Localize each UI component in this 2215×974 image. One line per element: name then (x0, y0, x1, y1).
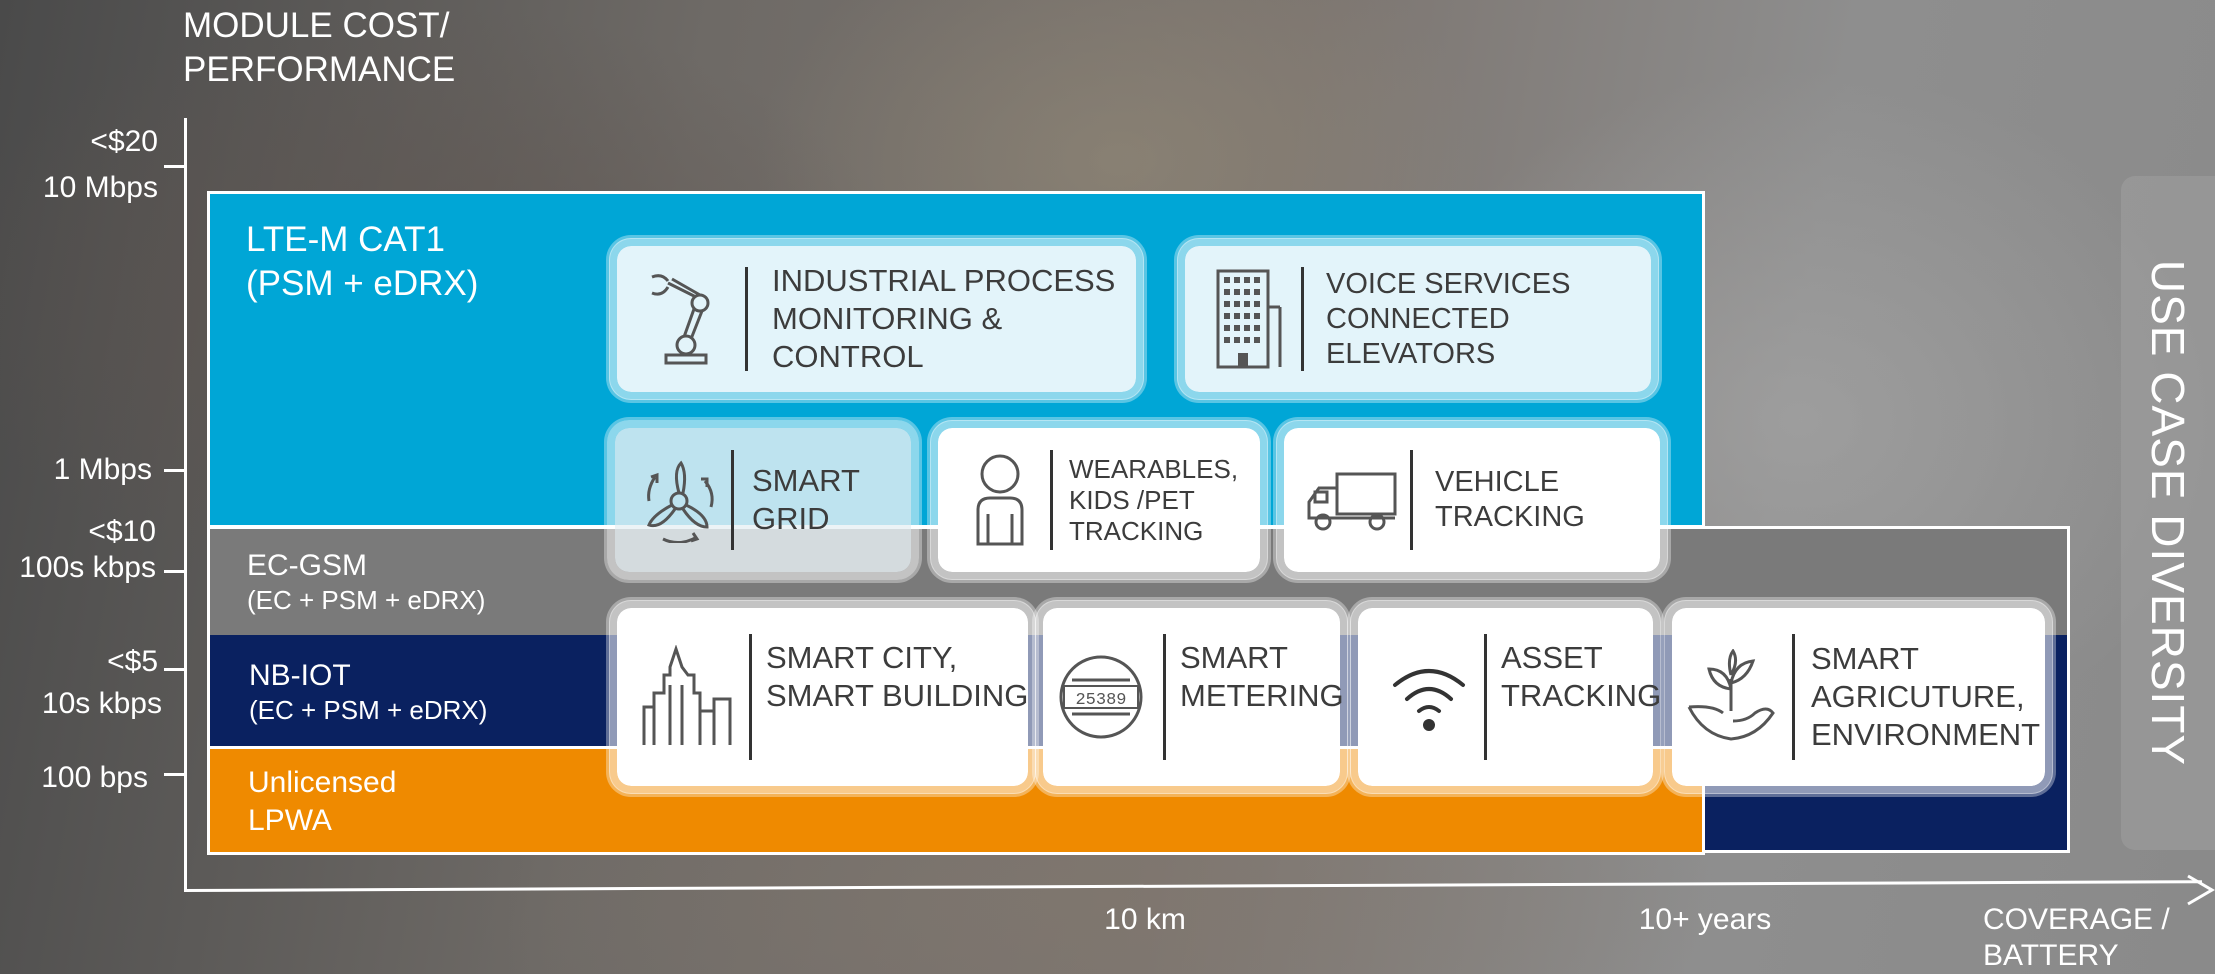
use-case-industrial[interactable]: INDUSTRIAL PROCESS MONITORING & CONTROL (609, 238, 1144, 400)
city-skyline-icon (633, 627, 743, 767)
x-tick-label: 10 km (1104, 903, 1186, 936)
y-tick-mark (164, 773, 184, 776)
x-axis-title-line2: BATTERY (1983, 939, 2119, 972)
y-tick-mark (164, 165, 184, 168)
band-ec-gsm-title: EC-GSM (247, 549, 367, 582)
side-label-text: USE CASE DIVERSITY (2142, 259, 2195, 767)
use-case-smart-grid-label: SMART GRID (752, 463, 860, 536)
x-axis-line (183, 880, 2202, 892)
plant-hand-icon (1678, 627, 1784, 767)
person-icon (952, 445, 1048, 555)
band-label-lte-m: LTE-M CAT1 (PSM + eDRX) (246, 218, 478, 306)
y-tick-label: 100s kbps (19, 551, 156, 584)
use-case-asset-tracking-label: ASSET TRACKING (1501, 640, 1662, 713)
use-case-vehicle-tracking-label: VEHICLE TRACKING (1435, 466, 1585, 533)
card-separator (745, 267, 748, 371)
y-axis-line (184, 118, 187, 892)
use-case-smart-agriculture-label: SMART AGRICUTURE, ENVIRONMENT (1811, 641, 2041, 752)
use-case-smart-grid[interactable]: SMART GRID (607, 420, 919, 580)
card-separator (1301, 267, 1304, 371)
use-case-asset-tracking[interactable]: ASSET TRACKING (1350, 600, 1661, 794)
band-lpwa-title-line1: Unlicensed (248, 766, 397, 799)
y-tick-label: <$5 (107, 645, 158, 678)
band-nb-iot-subtitle: (EC + PSM + eDRX) (249, 695, 488, 725)
wind-turbine-icon (631, 445, 727, 555)
band-ec-gsm-subtitle: (EC + PSM + eDRX) (247, 585, 486, 615)
card-separator (1163, 634, 1166, 760)
y-axis-title-line1: MODULE COST/ (183, 6, 450, 45)
use-case-wearables[interactable]: WEARABLES, KIDS /PET TRACKING (930, 420, 1268, 580)
use-case-smart-agriculture[interactable]: SMART AGRICUTURE, ENVIRONMENT (1664, 600, 2053, 794)
use-case-wearables-label: WEARABLES, KIDS /PET TRACKING (1069, 453, 1239, 546)
x-tick-label: 10+ years (1638, 903, 1772, 936)
y-tick-mark (164, 668, 184, 671)
y-axis-title: MODULE COST/ PERFORMANCE (183, 4, 543, 92)
use-case-smart-city-label: SMART CITY, SMART BUILDING (766, 640, 1029, 713)
y-tick-mark (164, 469, 184, 472)
meter-icon: 25389 (1053, 627, 1149, 767)
card-separator (1792, 634, 1795, 760)
use-case-industrial-label: INDUSTRIAL PROCESS MONITORING & CONTROL (772, 263, 1116, 374)
card-separator (1050, 450, 1053, 550)
building-icon (1201, 259, 1297, 379)
x-axis-arrow-icon (2187, 874, 2215, 906)
y-tick-label: 10 Mbps (42, 171, 158, 204)
side-label-panel (2121, 176, 2215, 850)
band-nb-iot-title: NB-IOT (249, 659, 351, 692)
card-separator (1484, 634, 1487, 760)
y-tick-mark (164, 570, 184, 573)
band-lpwa-title-line2: LPWA (248, 804, 332, 837)
x-axis-title-line1: COVERAGE / (1983, 903, 2170, 936)
truck-icon (1296, 445, 1406, 555)
use-case-voice-services[interactable]: VOICE SERVICES CONNECTED ELEVATORS (1177, 238, 1659, 400)
band-label-nb-iot: NB-IOT (EC + PSM + eDRX) (249, 658, 487, 726)
band-lte-m-title: LTE-M CAT1 (246, 220, 445, 259)
y-tick-label: 100 bps (41, 761, 148, 794)
meter-digits: 25389 (1075, 691, 1126, 710)
x-axis-title: COVERAGE / BATTERY (1983, 902, 2213, 974)
y-tick-label: 10s kbps (41, 687, 162, 720)
band-label-ec-gsm: EC-GSM (EC + PSM + eDRX) (247, 548, 485, 616)
band-lte-m-subtitle: (PSM + eDRX) (246, 264, 479, 303)
use-case-vehicle-tracking[interactable]: VEHICLE TRACKING (1276, 420, 1668, 580)
y-axis-title-line2: PERFORMANCE (183, 50, 456, 89)
use-case-smart-city[interactable]: SMART CITY, SMART BUILDING (609, 600, 1036, 794)
robot-arm-icon (631, 259, 741, 379)
use-case-smart-metering[interactable]: 25389 SMART METERING (1035, 600, 1348, 794)
use-case-voice-services-label: VOICE SERVICES CONNECTED ELEVATORS (1326, 267, 1571, 370)
use-case-smart-metering-label: SMART METERING (1180, 640, 1344, 713)
card-separator (731, 450, 734, 550)
wifi-icon (1374, 627, 1484, 767)
card-separator (749, 634, 752, 760)
card-separator (1410, 450, 1413, 550)
y-tick-label: <$20 (90, 125, 158, 158)
y-tick-label: 1 Mbps (53, 453, 152, 486)
y-tick-label: <$10 (88, 515, 156, 548)
band-label-lpwa: Unlicensed LPWA (248, 764, 396, 840)
side-label: USE CASE DIVERSITY (2121, 176, 2215, 850)
